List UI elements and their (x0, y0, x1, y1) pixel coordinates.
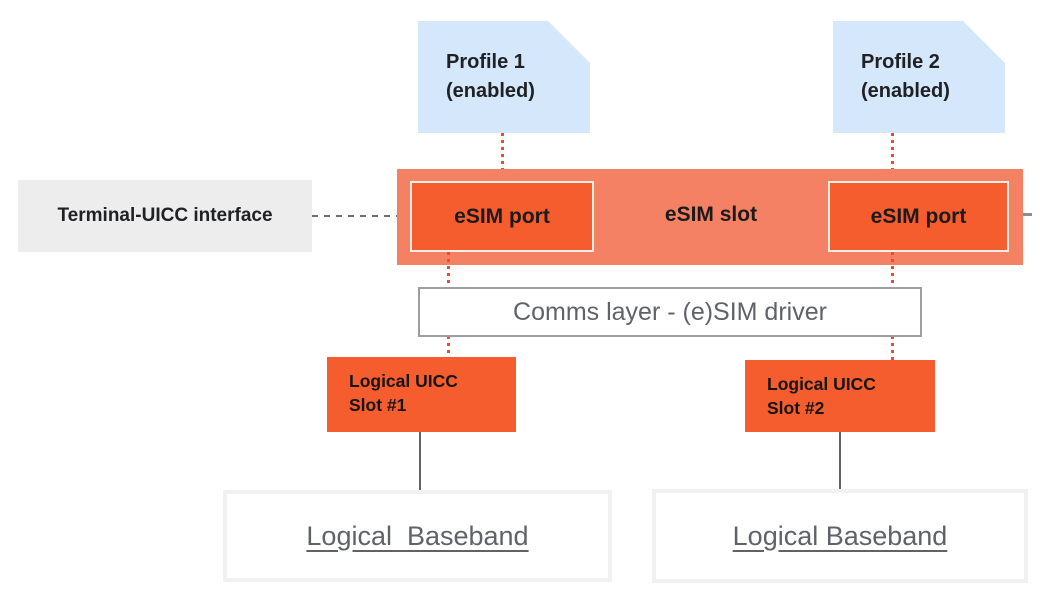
logical-baseband-2-box: Logical Baseband (652, 489, 1028, 583)
logical-baseband-1-label: Logical Baseband (306, 520, 529, 551)
terminal-interface-dashed-line (312, 215, 397, 217)
uicc-slot-2-line1: Logical UICC (767, 374, 876, 394)
esim-port-2-label: eSIM port (870, 204, 967, 228)
terminal-interface-dash-stub (1023, 213, 1032, 216)
terminal-uicc-interface-label: Terminal-UICC interface (57, 205, 273, 226)
connector-uicc-slot1-baseband1 (419, 432, 421, 490)
logical-uicc-slot-1-box: Logical UICC Slot #1 (327, 357, 516, 432)
uicc-slot-1-line1: Logical UICC (349, 371, 458, 391)
connector-profile1-port1 (501, 133, 504, 181)
logical-baseband-1-box: Logical Baseband (223, 490, 612, 582)
comms-layer-box: Comms layer - (e)SIM driver (418, 287, 922, 337)
esim-port-1-label: eSIM port (454, 204, 550, 228)
terminal-uicc-interface-box: Terminal-UICC interface (18, 180, 312, 252)
comms-layer-label: Comms layer - (e)SIM driver (513, 297, 827, 326)
esim-slot-label: eSIM slot (664, 203, 758, 226)
uicc-slot-1-line2: Slot #1 (349, 395, 407, 415)
profile-2-status: (enabled) (861, 80, 950, 102)
profile-2-card: Profile 2 (enabled) (833, 21, 1005, 133)
profile-1-card: Profile 1 (enabled) (418, 21, 590, 133)
esim-port-2-box: eSIM port (828, 181, 1009, 252)
connector-profile2-port2 (891, 133, 894, 181)
uicc-slot-2-line2: Slot #2 (767, 398, 825, 418)
profile-2-name: Profile 2 (861, 51, 940, 73)
logical-baseband-2-label: Logical Baseband (732, 520, 948, 551)
profile-1-status: (enabled) (446, 80, 535, 102)
esim-port-1-box: eSIM port (410, 181, 594, 252)
profile-1-name: Profile 1 (446, 51, 525, 73)
connector-uicc-slot2-baseband2 (839, 432, 841, 489)
logical-uicc-slot-2-box: Logical UICC Slot #2 (745, 360, 935, 432)
